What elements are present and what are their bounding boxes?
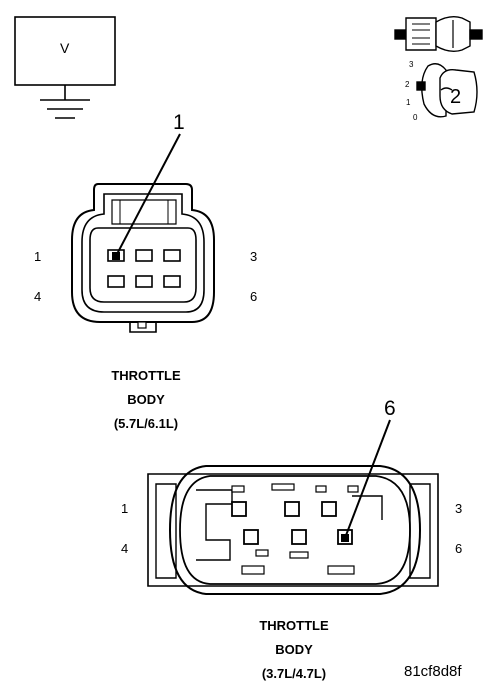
connector-2-pin-1 (231, 501, 247, 517)
connector-1-pin-5 (135, 275, 153, 288)
probe-scale-2: 2 (405, 80, 410, 89)
connector-1-pin-label-3: 3 (250, 249, 258, 264)
connector-2-pin-label-4: 4 (121, 541, 129, 556)
connector-2-pin-3 (321, 501, 337, 517)
connector-2-callout: 6 (384, 397, 396, 420)
connector-2-pin-4 (243, 529, 259, 545)
connector-1-caption-line-2: BODY (127, 392, 165, 407)
connector-1-caption: THROTTLE BODY (5.7L/6.1L) (86, 364, 206, 436)
connector-1-pin-label-1: 1 (34, 249, 42, 264)
connector-2-callout-line (341, 419, 391, 542)
connector-2-pin-label-1: 1 (121, 501, 129, 516)
probe-legend (394, 15, 483, 118)
probe-number: 2 (450, 86, 462, 108)
voltmeter-symbol (14, 16, 116, 119)
connector-1-pin-4 (107, 275, 125, 288)
voltmeter-label: V (60, 40, 70, 56)
figure-id: 81cf8d8f (404, 663, 462, 680)
connector-2-pin-label-6: 6 (455, 541, 463, 556)
connector-1-caption-line-1: THROTTLE (111, 368, 181, 383)
connector-2-pin-2 (284, 501, 300, 517)
connector-2-caption-line-1: THROTTLE (259, 618, 329, 633)
connector-1-pin-2 (135, 249, 153, 262)
probe-scale-3: 3 (409, 60, 414, 69)
connector-2-caption-line-2: BODY (275, 642, 313, 657)
connector-2-housing (147, 465, 439, 595)
connector-1-pin-6 (163, 275, 181, 288)
connector-2-caption-line-3: (3.7L/4.7L) (261, 666, 327, 681)
connector-2-pins (231, 501, 353, 545)
probe-scale-0: 0 (413, 113, 418, 122)
probe-scale-1: 1 (406, 98, 411, 107)
connector-2-pin-5 (291, 529, 307, 545)
probe-clip-icon (416, 63, 478, 118)
connector-1-housing (71, 183, 215, 333)
connector-2-pin-label-3: 3 (455, 501, 463, 516)
connector-2-caption: THROTTLE BODY (3.7L/4.7L) (234, 614, 354, 686)
connector-1-callout-line (112, 133, 181, 260)
connector-1-caption-line-3: (5.7L/6.1L) (113, 416, 179, 431)
connector-1-pin-label-6: 6 (250, 289, 258, 304)
connector-1-pin-3 (163, 249, 181, 262)
probe-icon (394, 15, 483, 53)
connector-1-callout: 1 (173, 111, 185, 134)
connector-1-pin-label-4: 4 (34, 289, 42, 304)
